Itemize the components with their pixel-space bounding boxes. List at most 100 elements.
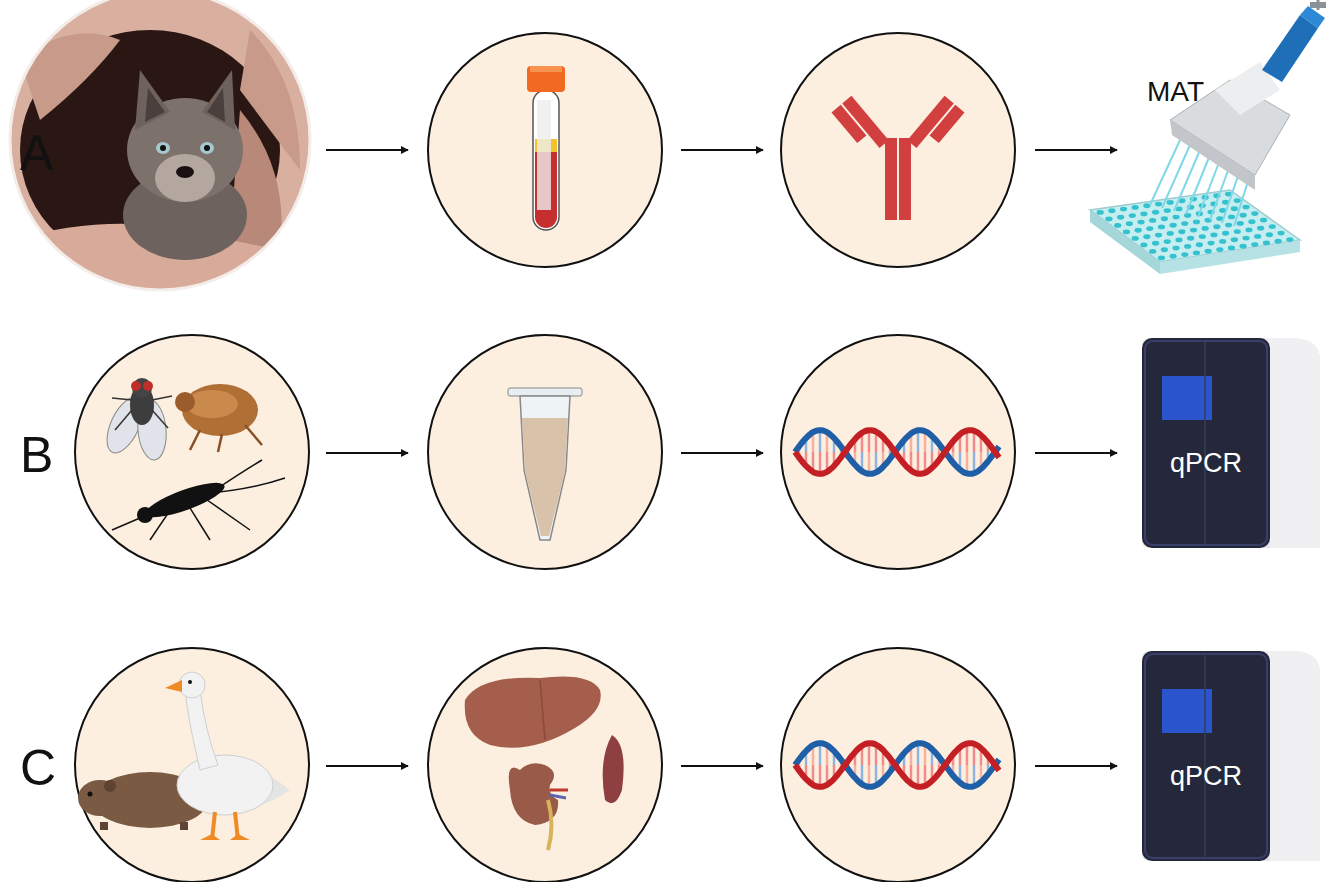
multichannel-pipette-plate	[1254, 234, 1261, 239]
assay-label: MAT	[1143, 74, 1208, 110]
multichannel-pipette-plate	[1161, 216, 1168, 221]
multichannel-pipette-plate	[1237, 221, 1244, 226]
host-animals	[165, 680, 182, 692]
sample-tube-icon	[520, 396, 570, 540]
arctic-fox-picture	[135, 70, 170, 130]
multichannel-pipette-plate	[1097, 210, 1104, 215]
insect-vectors	[152, 396, 172, 400]
multichannel-pipette-plate	[1228, 215, 1235, 220]
sample-tube-icon	[508, 388, 582, 396]
flow-arrow	[326, 765, 408, 767]
multichannel-pipette-plate	[1186, 155, 1210, 214]
dna-helix-icon	[868, 743, 871, 765]
multichannel-pipette-plate	[1205, 249, 1212, 254]
qpcr-machine	[1204, 342, 1206, 544]
multichannel-pipette-plate	[1242, 236, 1249, 241]
flow-arrow	[681, 765, 763, 767]
multichannel-pipette-plate	[1202, 226, 1209, 231]
multichannel-pipette-plate	[1240, 213, 1247, 218]
multichannel-pipette-plate	[1172, 215, 1179, 220]
arctic-fox-picture	[20, 33, 120, 120]
qpcr-machine	[1204, 655, 1206, 857]
insect-vectors	[112, 398, 132, 400]
multichannel-pipette-plate	[1146, 226, 1153, 231]
multichannel-pipette-plate	[1213, 224, 1220, 229]
arctic-fox-picture	[207, 88, 225, 122]
insect-vectors	[112, 518, 140, 530]
multichannel-pipette-plate	[1275, 239, 1282, 244]
qpcr-machine	[1145, 341, 1267, 545]
multichannel-pipette-plate	[1257, 226, 1264, 231]
insect-vectors	[245, 425, 262, 445]
insect-vectors	[112, 396, 172, 430]
multichannel-pipette-plate	[1193, 251, 1200, 256]
dna-helix-icon	[819, 430, 822, 452]
insect-vectors	[218, 434, 222, 452]
multichannel-pipette-plate	[1181, 252, 1188, 257]
instrument-label: qPCR	[1170, 448, 1242, 479]
dna-helix-icon	[868, 765, 871, 787]
multichannel-pipette-plate	[1170, 254, 1177, 259]
panel-circle	[428, 648, 662, 882]
flow-arrow	[681, 149, 763, 151]
insect-vectors	[115, 410, 132, 430]
panel-circle	[75, 33, 1015, 882]
multichannel-pipette-plate	[1152, 210, 1159, 215]
organ-icons	[540, 680, 545, 740]
blood-tube-icon	[527, 66, 565, 230]
multichannel-pipette-plate	[1286, 237, 1293, 242]
multichannel-pipette-plate	[1317, 0, 1320, 10]
sample-tube-icon	[522, 418, 568, 536]
host-animals	[78, 780, 122, 816]
multichannel-pipette-plate	[1240, 244, 1247, 249]
multichannel-pipette-plate	[1143, 234, 1150, 239]
dna-helix-icon	[819, 743, 822, 765]
multichannel-pipette-plate	[1120, 207, 1127, 212]
multichannel-pipette-plate	[1117, 215, 1124, 220]
multichannel-pipette-plate	[1193, 220, 1200, 225]
flow-arrow	[326, 452, 408, 454]
organ-icons	[465, 677, 601, 748]
antibody-icon	[832, 96, 889, 157]
arctic-fox-picture	[160, 145, 166, 151]
organ-icons	[465, 677, 624, 851]
antibody-icon	[899, 138, 911, 220]
multichannel-pipette-plate	[1277, 231, 1284, 236]
multichannel-pipette-plate	[1210, 165, 1230, 220]
multichannel-pipette-plate	[1190, 228, 1197, 233]
multichannel-pipette-plate	[1162, 145, 1190, 208]
insect-vectors	[150, 503, 175, 540]
multichannel-pipette-plate	[1231, 237, 1238, 242]
dna-helix-icon	[819, 452, 822, 474]
multichannel-pipette-plate	[1198, 160, 1220, 217]
multichannel-pipette-plate	[1155, 233, 1162, 238]
multichannel-pipette-plate	[1149, 249, 1156, 254]
multichannel-pipette-plate	[1210, 233, 1217, 238]
dna-helix-icon	[795, 430, 999, 474]
assay-label: MAT	[1147, 76, 1204, 108]
multichannel-pipette-plate	[1158, 225, 1165, 230]
organ-icons	[550, 789, 568, 792]
dna-helix-icon	[868, 430, 871, 452]
blood-tube-icon	[530, 66, 562, 72]
multichannel-pipette-plate	[1150, 140, 1180, 205]
antibody-icon	[832, 96, 965, 220]
panel-circle	[781, 335, 1015, 569]
insect-vectors	[152, 410, 168, 428]
multichannel-pipette-plate	[1161, 247, 1168, 252]
multichannel-pipette-plate	[1149, 218, 1156, 223]
dna-helix-icon	[795, 743, 999, 787]
multichannel-pipette-plate	[1129, 213, 1136, 218]
qpcr-machine	[1142, 651, 1320, 861]
multichannel-pipette-plate	[1090, 0, 1326, 274]
arctic-fox-picture	[204, 145, 210, 151]
multichannel-pipette-plate	[1170, 120, 1255, 190]
multichannel-pipette-plate	[1160, 240, 1300, 274]
arctic-fox-picture	[145, 88, 165, 122]
insect-vectors	[190, 425, 262, 452]
arctic-fox-picture	[0, 0, 330, 290]
multichannel-pipette-plate	[1181, 221, 1188, 226]
dna-helix-icon	[819, 765, 822, 787]
panel-circle	[428, 33, 662, 267]
